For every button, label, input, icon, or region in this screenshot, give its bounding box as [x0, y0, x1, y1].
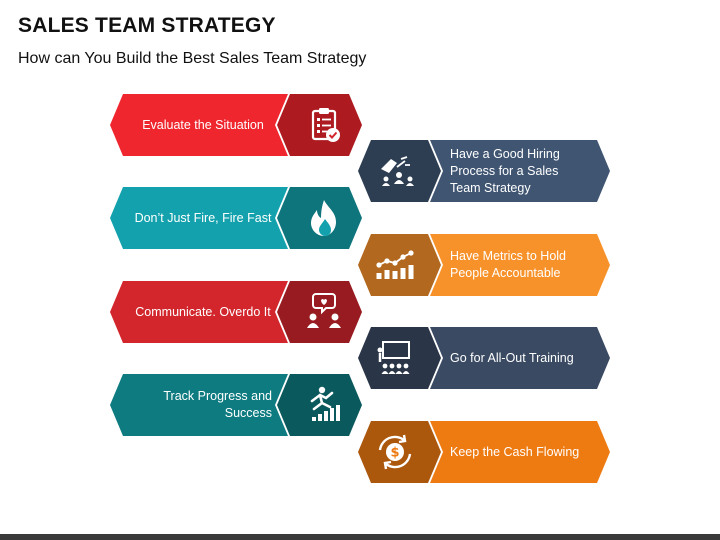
step-banner-3: [110, 187, 362, 249]
step-icon-panel: [358, 234, 441, 296]
step-banner-5: [110, 281, 362, 343]
step-label-hiring: Have a Good Hiring Process for a Sales T…: [450, 146, 560, 195]
svg-text:$: $: [390, 446, 399, 461]
step-text-panel: [110, 281, 288, 343]
step-text-panel: [110, 374, 288, 436]
step-banner-1: [110, 94, 362, 156]
presentation-board-icon: [377, 341, 410, 374]
flame-icon: [311, 200, 336, 236]
clipboard-check-icon: [311, 108, 340, 142]
step-icon-panel: [277, 281, 362, 343]
step-banner-2: [358, 140, 610, 202]
step-label-track-progress: Track Progress and Success: [163, 389, 272, 420]
step-text-panel: [430, 421, 610, 483]
step-label-evaluate: Evaluate the Situation: [142, 117, 264, 132]
step-text-panel: [430, 327, 610, 389]
step-banner-4: [358, 234, 610, 296]
dollar-cycle-icon: $: [378, 434, 412, 470]
hand-picking-person-icon: [381, 156, 414, 186]
step-label-cash-flow: Keep the Cash Flowing: [450, 444, 580, 459]
people-speech-bubble-icon: [307, 293, 341, 328]
step-banner-6: [358, 327, 610, 389]
step-banner-8: $: [358, 421, 610, 483]
page-subtitle: How can You Build the Best Sales Team St…: [18, 50, 367, 67]
step-icon-panel: [358, 140, 441, 202]
step-text-panel: [110, 187, 288, 249]
runner-growth-chart-icon: [310, 386, 340, 421]
step-banner-7: [110, 374, 362, 436]
line-bar-chart-icon: [376, 250, 414, 279]
step-label-fire-fast: Don’t Just Fire, Fire Fast: [134, 210, 272, 225]
step-text-panel: [110, 94, 288, 156]
step-text-panel: [430, 140, 610, 202]
step-label-training: Go for All-Out Training: [450, 350, 574, 365]
page-title: SALES TEAM STRATEGY: [18, 14, 276, 37]
footer-bar: [0, 534, 720, 540]
step-label-communicate: Communicate. Overdo It: [135, 304, 271, 319]
step-text-panel: [430, 234, 610, 296]
step-label-metrics: Have Metrics to Hold People Accountable: [450, 249, 567, 280]
